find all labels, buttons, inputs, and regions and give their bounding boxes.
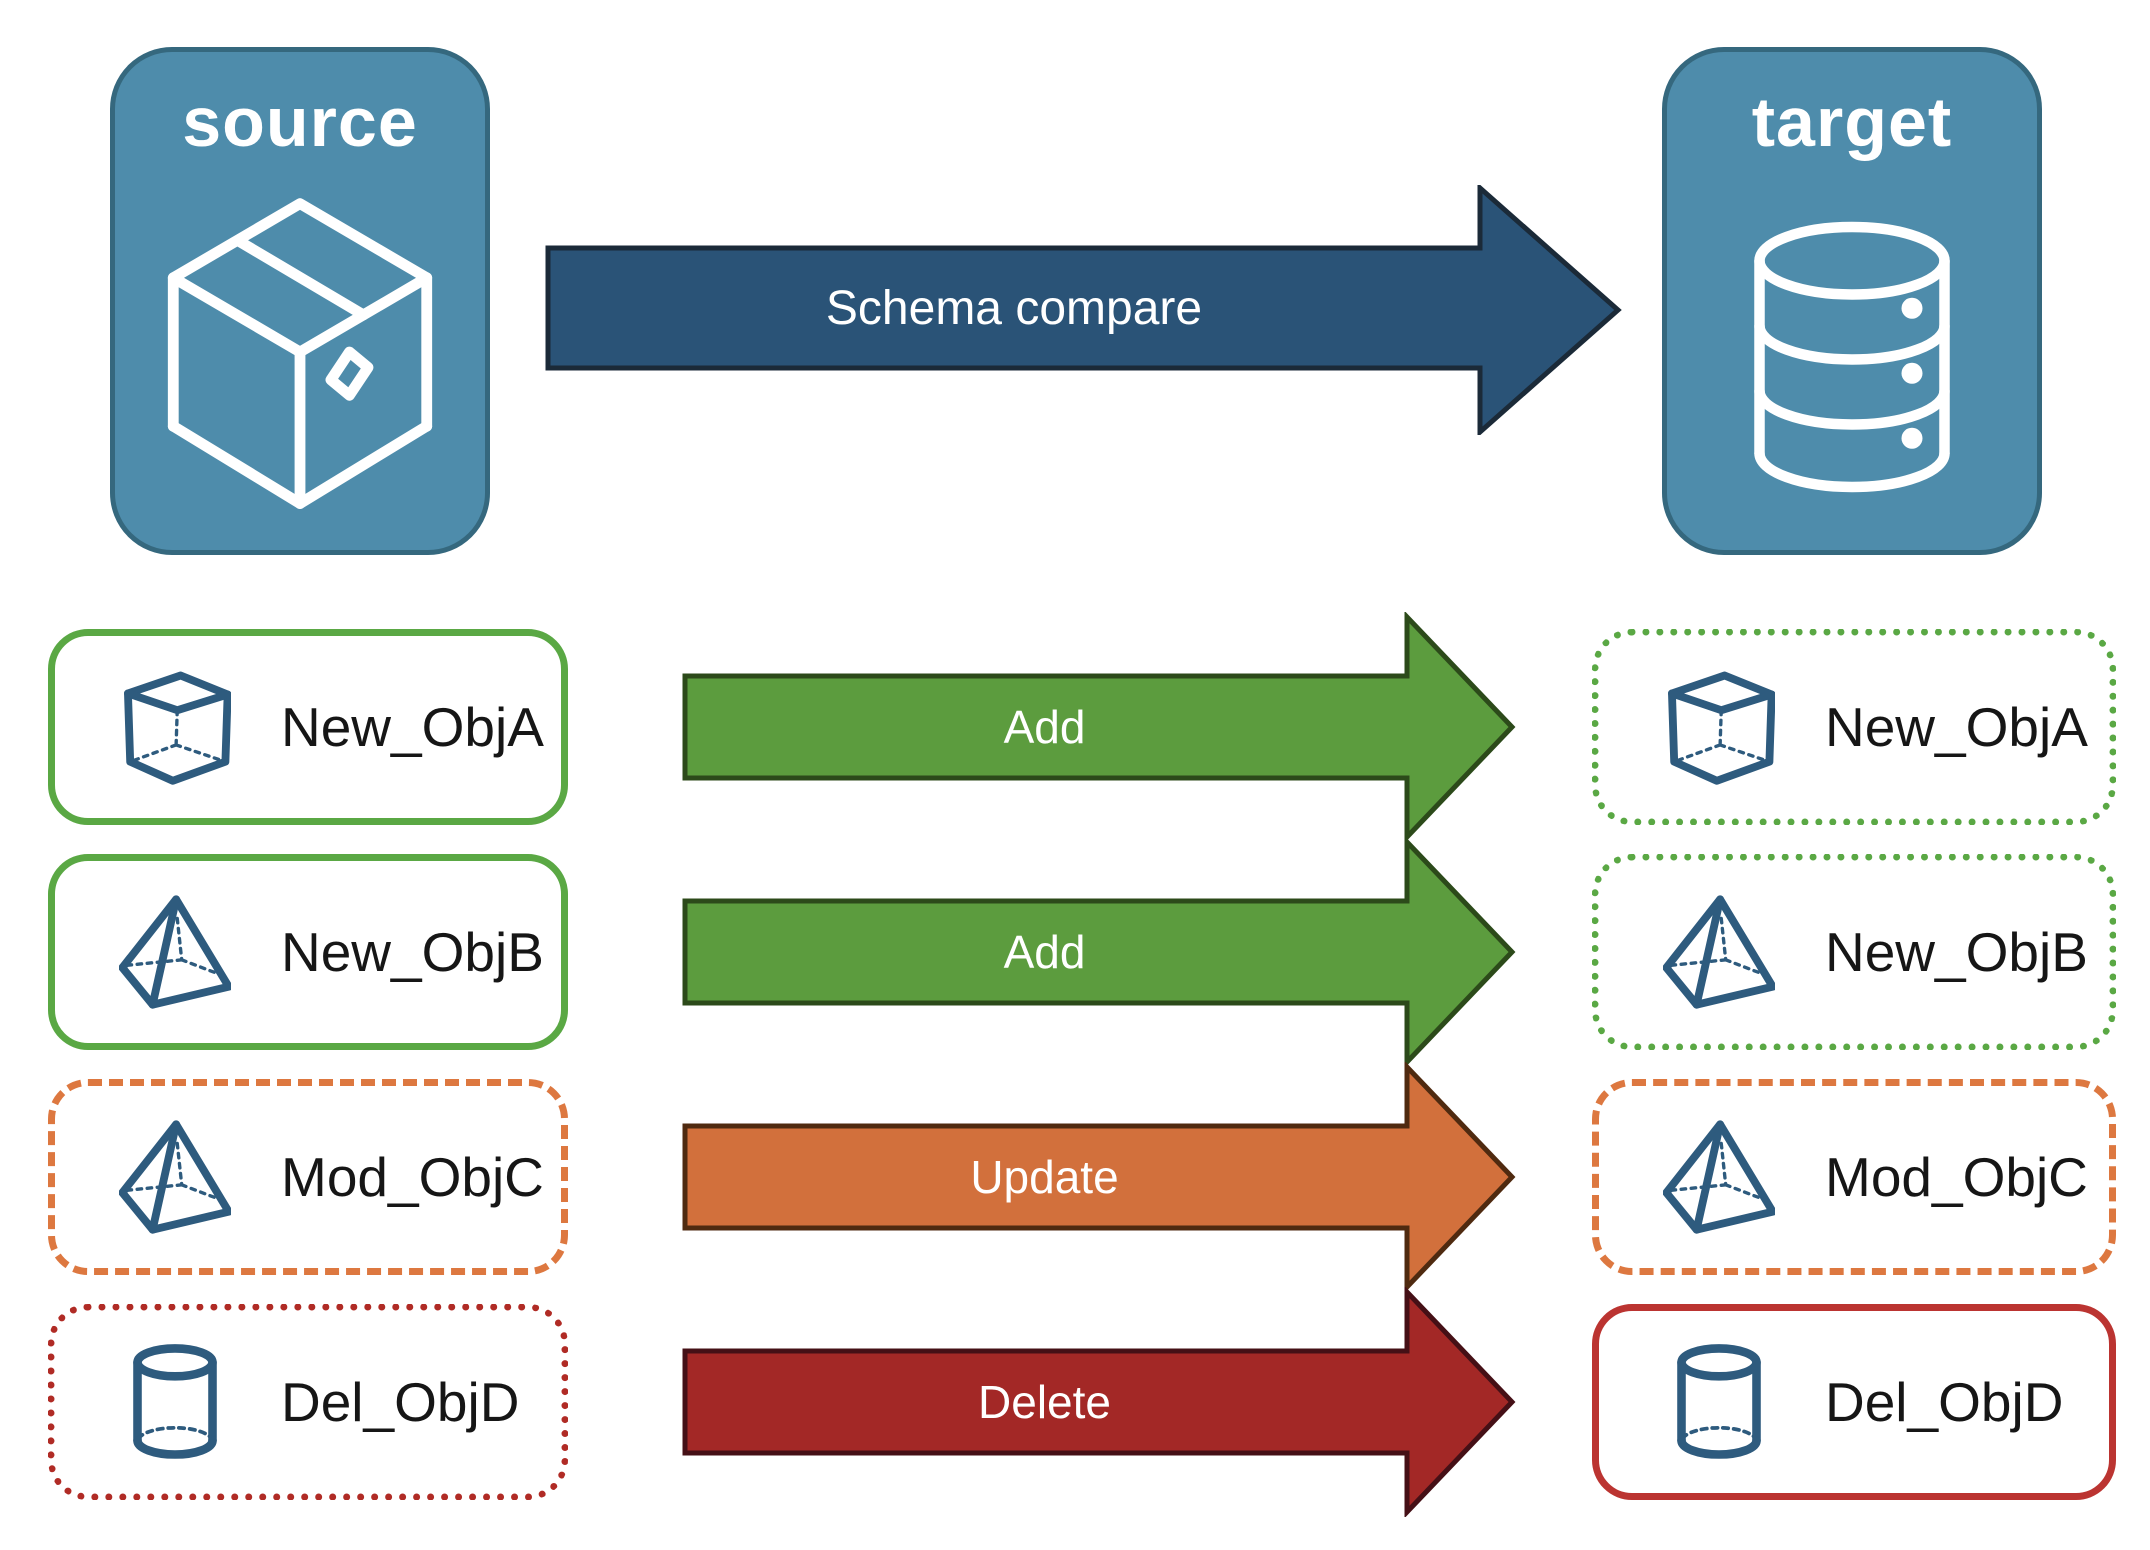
delete-arrow-label: Delete (978, 1376, 1111, 1428)
target-node: target (1662, 47, 2042, 555)
update-arrow-label: Update (970, 1151, 1119, 1203)
target-object-new-obja: New_ObjA (1592, 629, 2116, 825)
pyramid-icon (1662, 1117, 1777, 1237)
cube-icon (1663, 667, 1776, 787)
cylinder-icon (119, 1342, 231, 1462)
add-arrow-label: Add (1003, 701, 1086, 753)
source-object-mod-objc: Mod_ObjC (48, 1079, 568, 1275)
target-object-new-objb: New_ObjB (1592, 854, 2116, 1050)
object-name: New_ObjB (281, 921, 544, 983)
schema-compare-arrow (545, 185, 1622, 435)
source-object-new-objb: New_ObjB (48, 854, 568, 1050)
object-name: New_ObjA (281, 696, 544, 758)
database-icon (1754, 221, 1950, 493)
delete-arrow (682, 1287, 1516, 1517)
update-arrow (682, 1062, 1516, 1292)
pyramid-icon (118, 892, 233, 1012)
object-name: New_ObjB (1825, 921, 2088, 983)
source-object-new-obja: New_ObjA (48, 629, 568, 825)
object-name: Del_ObjD (1825, 1371, 2064, 1433)
object-name: Del_ObjD (281, 1371, 520, 1433)
add-arrow (682, 612, 1516, 842)
package-icon (167, 198, 433, 509)
source-title: source (182, 83, 418, 161)
cylinder-icon (1663, 1342, 1775, 1462)
object-name: Mod_ObjC (1825, 1146, 2088, 1208)
pyramid-icon (1662, 892, 1777, 1012)
target-object-del-objd: Del_ObjD (1592, 1304, 2116, 1500)
cube-icon (119, 667, 232, 787)
add-arrow-label: Add (1003, 926, 1086, 978)
object-name: New_ObjA (1825, 696, 2088, 758)
target-object-mod-objc: Mod_ObjC (1592, 1079, 2116, 1275)
target-title: target (1751, 83, 1953, 161)
object-name: Mod_ObjC (281, 1146, 544, 1208)
source-object-del-objd: Del_ObjD (48, 1304, 568, 1500)
source-node: source (110, 47, 490, 555)
pyramid-icon (118, 1117, 233, 1237)
add-arrow (682, 837, 1516, 1067)
schema-compare-label: Schema compare (825, 281, 1203, 335)
